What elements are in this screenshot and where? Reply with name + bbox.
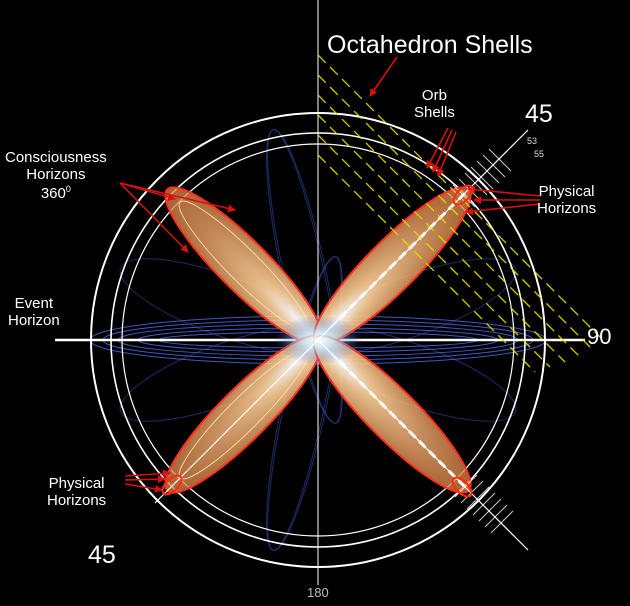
label-angle-90: 90 [587, 324, 612, 349]
physical-horizon-markers [161, 184, 474, 498]
label-event-horizon-text: Event Horizon [8, 295, 60, 329]
label-angle-180: 180 [307, 585, 329, 600]
octahedron-shell-lines [318, 54, 601, 373]
red-arrows [119, 56, 541, 493]
label-consciousness-line2: Horizons [26, 165, 86, 183]
label-consciousness-deg-sup: 0 [65, 183, 71, 194]
label-physical-horizons-right: Physical Horizons [537, 183, 597, 218]
label-consciousness-degrees: 3600 [5, 184, 107, 203]
label-orb-shells-text: Orb Shells [414, 87, 455, 121]
label-physical-horizons-left: Physical Horizons [47, 475, 107, 510]
label-physical-horizons-right-text: Physical Horizons [537, 183, 597, 217]
tick-bundle-lower [454, 474, 514, 534]
label-consciousness-deg-value: 360 [40, 184, 66, 202]
tick-bundle-upper [452, 148, 512, 208]
label-consciousness-line1: Consciousness [5, 149, 107, 166]
label-orb-shells: Orb Shells [414, 87, 455, 122]
label-event-horizon: Event Horizon [8, 295, 60, 330]
label-physical-horizons-left-text: Physical Horizons [47, 475, 107, 509]
label-consciousness-horizons: Consciousness Horizons 3600 [5, 149, 107, 203]
title-octahedron-shells: Octahedron Shells [327, 31, 533, 59]
label-tick-55: 55 [534, 149, 545, 159]
label-tick-53: 53 [527, 136, 538, 146]
label-angle-45-top: 45 [525, 100, 553, 128]
label-angle-45-bottom: 45 [88, 541, 116, 569]
